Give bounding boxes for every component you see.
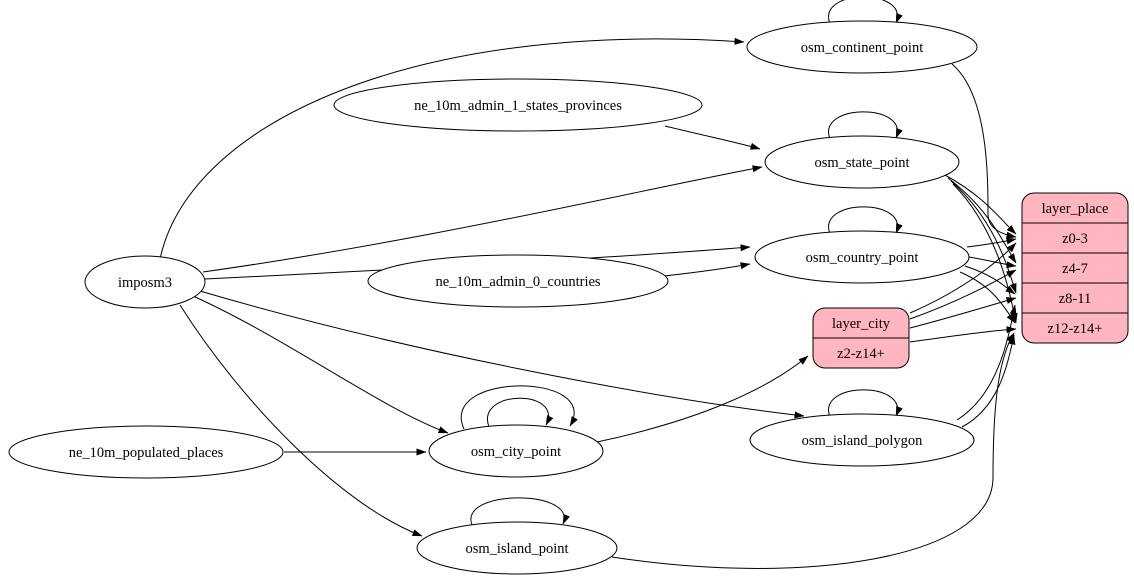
node-osm-island-polygon: osm_island_polygon [749, 413, 975, 467]
country-label: osm_country_point [806, 250, 919, 266]
continent-label: osm_continent_point [801, 40, 923, 56]
layer-place-row-z0-3: z0-3 [1062, 231, 1088, 247]
state-label: osm_state_point [814, 155, 909, 171]
selfloop-islandpoint [470, 497, 570, 526]
selfloop-islandpolygon [828, 389, 903, 418]
selfloop-continent [828, 0, 903, 25]
selfloop-city-outer [460, 385, 578, 430]
layer-place-row-z8-11: z8-11 [1059, 291, 1091, 307]
edge-country-z12-z14 [959, 271, 1016, 324]
edge-layercity-z4-7 [909, 269, 1017, 320]
layer-city-row-z2-z14: z2-z14+ [837, 346, 885, 362]
layer-place-box [1021, 192, 1129, 344]
node-osm-island-point: osm_island_point [416, 521, 618, 575]
city-label: osm_city_point [471, 444, 561, 460]
node-osm-continent-point: osm_continent_point [746, 20, 978, 74]
continent-ellipse [746, 20, 978, 74]
selfloop-city-inner [487, 397, 554, 428]
imposm3-label: imposm3 [118, 275, 172, 291]
edge-layer [159, 0, 1018, 569]
node-ne-10m-admin-0-countries: ne_10m_admin_0_countries [367, 254, 669, 308]
node-osm-city-point: osm_city_point [428, 424, 604, 478]
layer-place-row-z4-7: z4-7 [1062, 261, 1088, 277]
node-osm-state-point: osm_state_point [764, 135, 960, 189]
edge-islandpolygon-z8-11 [956, 304, 1017, 421]
selfloop-state [828, 111, 903, 140]
layer-place-row-z12-z14: z12-z14+ [1048, 321, 1103, 337]
edge-imposm3-continent [159, 37, 745, 260]
edge-layercity-z0-3 [909, 242, 1017, 314]
ne-states-label: ne_10m_admin_1_states_provinces [414, 98, 622, 114]
ne-places-ellipse [8, 425, 284, 479]
island-point-label: osm_island_point [465, 541, 568, 557]
ne-countries-label: ne_10m_admin_0_countries [435, 274, 600, 290]
edge-nestates-state [664, 125, 761, 150]
city-ellipse [428, 424, 604, 478]
edge-layercity-z8-11 [909, 297, 1017, 329]
node-imposm3: imposm3 [84, 255, 206, 309]
edge-country-z8-11 [964, 265, 1016, 295]
edge-city-layercity [596, 355, 809, 443]
island-polygon-label: osm_island_polygon [802, 433, 924, 449]
edge-necountries-country [663, 262, 751, 277]
imposm3-ellipse [84, 255, 206, 309]
edge-islandpoint-z12-z14 [611, 332, 1015, 569]
layer-city-title: layer_city [832, 316, 891, 332]
island-polygon-ellipse [749, 413, 975, 467]
node-ne-10m-populated-places: ne_10m_populated_places [8, 425, 284, 479]
edge-state-z0-3 [944, 174, 1017, 235]
ne-states-ellipse [333, 78, 703, 132]
node-ne-10m-admin-1-states-provinces: ne_10m_admin_1_states_provinces [333, 78, 703, 132]
country-ellipse [754, 230, 970, 284]
edge-layercity-z12-z14 [909, 326, 1017, 343]
edge-islandpolygon-z12-z14 [961, 334, 1016, 428]
edge-country-z0-3 [966, 237, 1017, 248]
state-ellipse [764, 135, 960, 189]
edge-imposm3-state [202, 165, 763, 273]
edge-imposm3-city [192, 295, 449, 434]
node-osm-country-point: osm_country_point [754, 230, 970, 284]
edge-continent-z0-3 [951, 63, 1017, 239]
layer-place-title: layer_place [1042, 201, 1109, 217]
ne-countries-ellipse [367, 254, 669, 308]
island-point-ellipse [416, 521, 618, 575]
selfloop-country [828, 206, 903, 235]
record-layer-city: layer_city z2-z14+ [812, 307, 910, 369]
record-layer-place: layer_place z0-3 z4-7 z8-11 z12-z14+ [1021, 192, 1129, 344]
edge-state-z4-7 [947, 177, 1017, 264]
ne-places-label: ne_10m_populated_places [69, 445, 224, 461]
edge-imposm3-islandpoint [179, 304, 423, 537]
edge-state-z8-11 [950, 180, 1017, 294]
edge-imposm3-islandpolygon [199, 290, 805, 419]
